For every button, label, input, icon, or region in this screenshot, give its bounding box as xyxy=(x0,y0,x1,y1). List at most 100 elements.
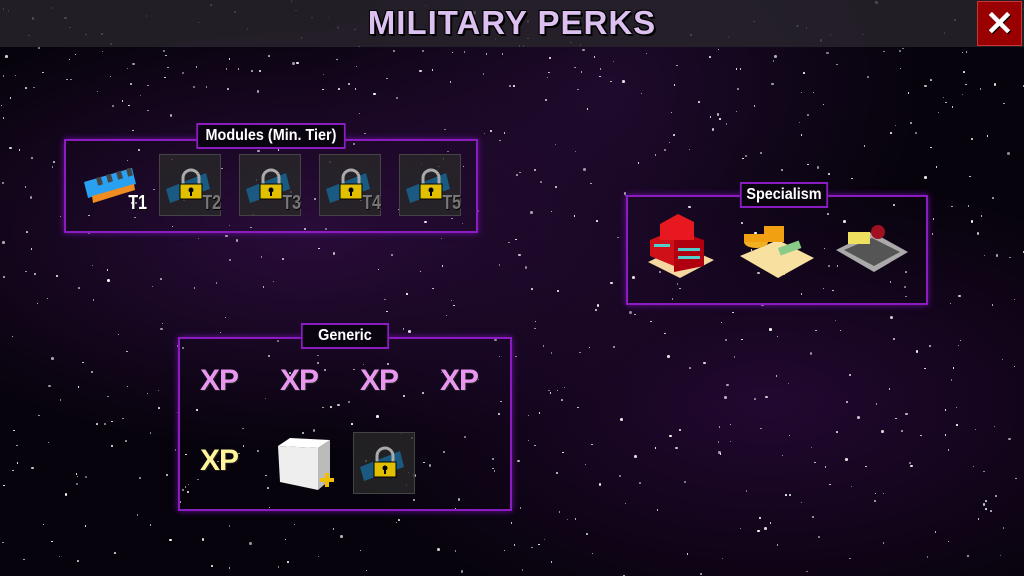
star xyxy=(146,392,149,395)
star xyxy=(64,493,68,496)
star xyxy=(139,94,142,97)
star xyxy=(377,268,380,271)
star xyxy=(3,276,5,278)
star xyxy=(96,90,99,93)
star xyxy=(610,281,613,285)
factory-icon xyxy=(648,214,714,278)
star xyxy=(490,130,492,132)
module-t2-locked[interactable] xyxy=(159,154,221,216)
star xyxy=(769,522,772,524)
module-t1[interactable] xyxy=(82,160,142,215)
star xyxy=(815,329,817,332)
star xyxy=(322,406,324,409)
star xyxy=(737,88,739,90)
star xyxy=(764,527,767,530)
star xyxy=(277,566,280,568)
star xyxy=(584,463,587,466)
star xyxy=(599,68,602,70)
star xyxy=(187,483,190,486)
star xyxy=(211,565,213,567)
star xyxy=(431,69,434,71)
star xyxy=(543,538,546,541)
star xyxy=(134,201,138,205)
specialism-refinery[interactable] xyxy=(738,220,816,287)
star xyxy=(53,161,55,163)
star xyxy=(336,58,338,61)
star xyxy=(828,265,830,267)
star xyxy=(667,355,670,358)
star xyxy=(950,379,952,381)
star xyxy=(82,361,84,364)
lock-icon xyxy=(166,168,210,203)
xp-perk[interactable]: XP xyxy=(360,364,399,397)
star xyxy=(5,55,8,58)
star xyxy=(534,444,536,447)
star xyxy=(205,86,208,88)
star xyxy=(874,500,876,502)
star xyxy=(554,143,557,146)
ram-module-icon xyxy=(84,167,136,203)
generic-label: Generic xyxy=(300,323,390,349)
star xyxy=(228,224,231,227)
star xyxy=(986,135,989,137)
module-t3-locked[interactable] xyxy=(239,154,301,216)
star xyxy=(457,498,461,501)
star xyxy=(574,66,576,68)
star xyxy=(33,86,35,89)
star xyxy=(990,510,992,512)
star xyxy=(958,294,961,298)
lock-icon xyxy=(326,168,370,203)
star xyxy=(807,163,809,166)
star xyxy=(1013,298,1016,301)
star xyxy=(620,418,623,421)
star xyxy=(593,56,596,58)
xp-perk[interactable]: XP xyxy=(280,364,319,397)
star xyxy=(107,279,110,282)
star xyxy=(485,53,487,55)
star xyxy=(424,220,427,224)
star xyxy=(450,299,453,302)
star xyxy=(664,149,666,151)
star xyxy=(849,557,851,560)
extra-cube-perk[interactable] xyxy=(276,436,338,497)
star xyxy=(824,466,827,468)
star xyxy=(215,282,218,284)
star xyxy=(977,518,980,520)
lock-icon xyxy=(360,446,404,481)
star xyxy=(932,218,935,220)
star xyxy=(353,368,355,371)
star xyxy=(34,273,36,275)
specialism-mining[interactable] xyxy=(834,222,910,283)
generic-locked-perk[interactable] xyxy=(353,432,415,494)
xp-perk[interactable]: XP xyxy=(440,364,479,397)
star xyxy=(14,74,17,77)
star xyxy=(944,409,947,411)
specialism-factory[interactable] xyxy=(644,210,718,291)
star xyxy=(77,560,79,562)
star xyxy=(671,298,674,300)
star xyxy=(447,150,449,153)
star xyxy=(983,254,986,257)
xp-perk[interactable]: XP xyxy=(200,364,239,397)
star xyxy=(390,253,394,257)
star xyxy=(1003,102,1005,105)
star xyxy=(125,440,127,442)
star xyxy=(106,269,109,271)
star xyxy=(256,90,260,93)
module-t5-locked[interactable] xyxy=(399,154,461,216)
star xyxy=(534,327,536,330)
xp-perk-bonus[interactable]: XP xyxy=(200,444,239,477)
star xyxy=(277,340,279,342)
star xyxy=(460,570,463,573)
star xyxy=(171,225,174,228)
star xyxy=(901,430,903,432)
star xyxy=(956,424,958,426)
close-button[interactable]: ✕ xyxy=(977,1,1022,46)
star xyxy=(509,85,511,87)
star xyxy=(924,176,927,179)
star xyxy=(538,412,541,414)
star xyxy=(961,51,964,54)
module-t4-locked[interactable] xyxy=(319,154,381,216)
star xyxy=(413,499,415,501)
star xyxy=(1007,152,1010,155)
